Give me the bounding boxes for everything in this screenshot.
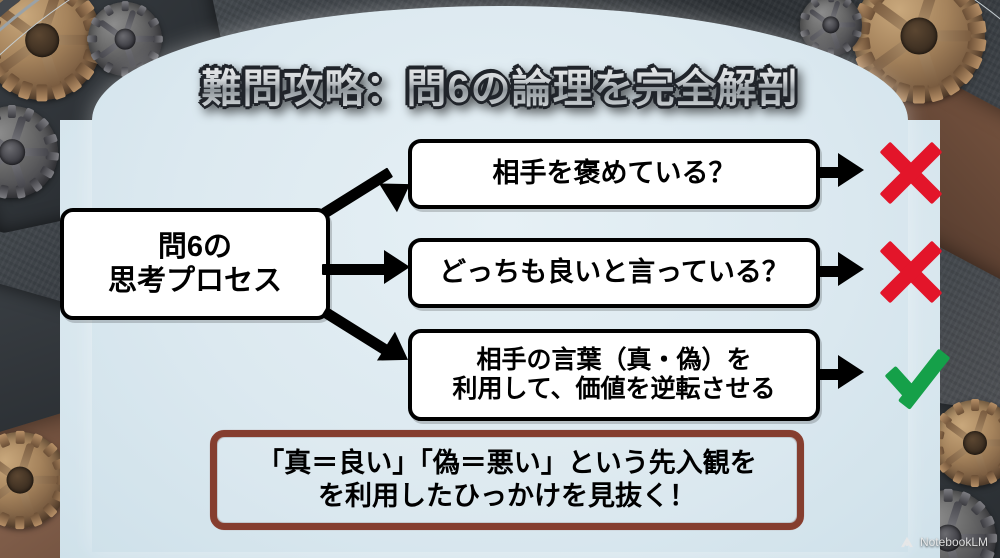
red-cross-icon-2 [878, 239, 944, 305]
conclusion-line1: 「真＝良い」「偽＝悪い」という先入観を [257, 448, 757, 479]
option-1-text: 相手を褒めている？ [492, 158, 736, 189]
option-2-text: どっちも良いと言っている？ [439, 257, 789, 288]
page-title: 難問攻略：問6の論理を完全解剖 [0, 56, 1000, 114]
red-cross-icon-1 [878, 140, 944, 206]
conclusion-line2: を利用したひっかけを見抜く！ [318, 481, 696, 511]
option-3-line1: 相手の言葉（真・偽）を [476, 345, 752, 374]
arrow-to-verdict-3 [818, 355, 864, 392]
option-node-1: 相手を褒めている？ [408, 139, 820, 209]
source-node-line2: 思考プロセス [107, 265, 282, 297]
watermark-label: NotebookLM [919, 535, 988, 549]
gear-icon-top-left-small [87, 1, 163, 77]
conclusion-box: 「真＝良い」「偽＝悪い」という先入観を を利用したひっかけを見抜く！ [210, 430, 804, 530]
notebooklm-logo-icon [900, 536, 914, 548]
green-check-icon [878, 342, 951, 410]
option-node-3: 相手の言葉（真・偽）を 利用して、価値を逆転させる [408, 329, 820, 421]
watermark: NotebookLM [900, 535, 988, 549]
arrow-to-option-3 [321, 300, 418, 380]
gear-icon-bottom-left-large [0, 430, 70, 530]
source-node: 問6の 思考プロセス [60, 208, 330, 320]
arrow-to-verdict-1 [818, 153, 864, 190]
option-3-line2: 利用して、価値を逆転させる [452, 375, 776, 403]
arrow-to-option-1 [321, 162, 420, 232]
arrow-to-verdict-2 [818, 252, 864, 289]
arrow-to-option-2 [322, 250, 414, 287]
option-node-2: どっちも良いと言っている？ [408, 238, 820, 308]
source-node-line1: 問6の [157, 230, 233, 263]
gear-icon-bottom-right [931, 399, 1000, 487]
